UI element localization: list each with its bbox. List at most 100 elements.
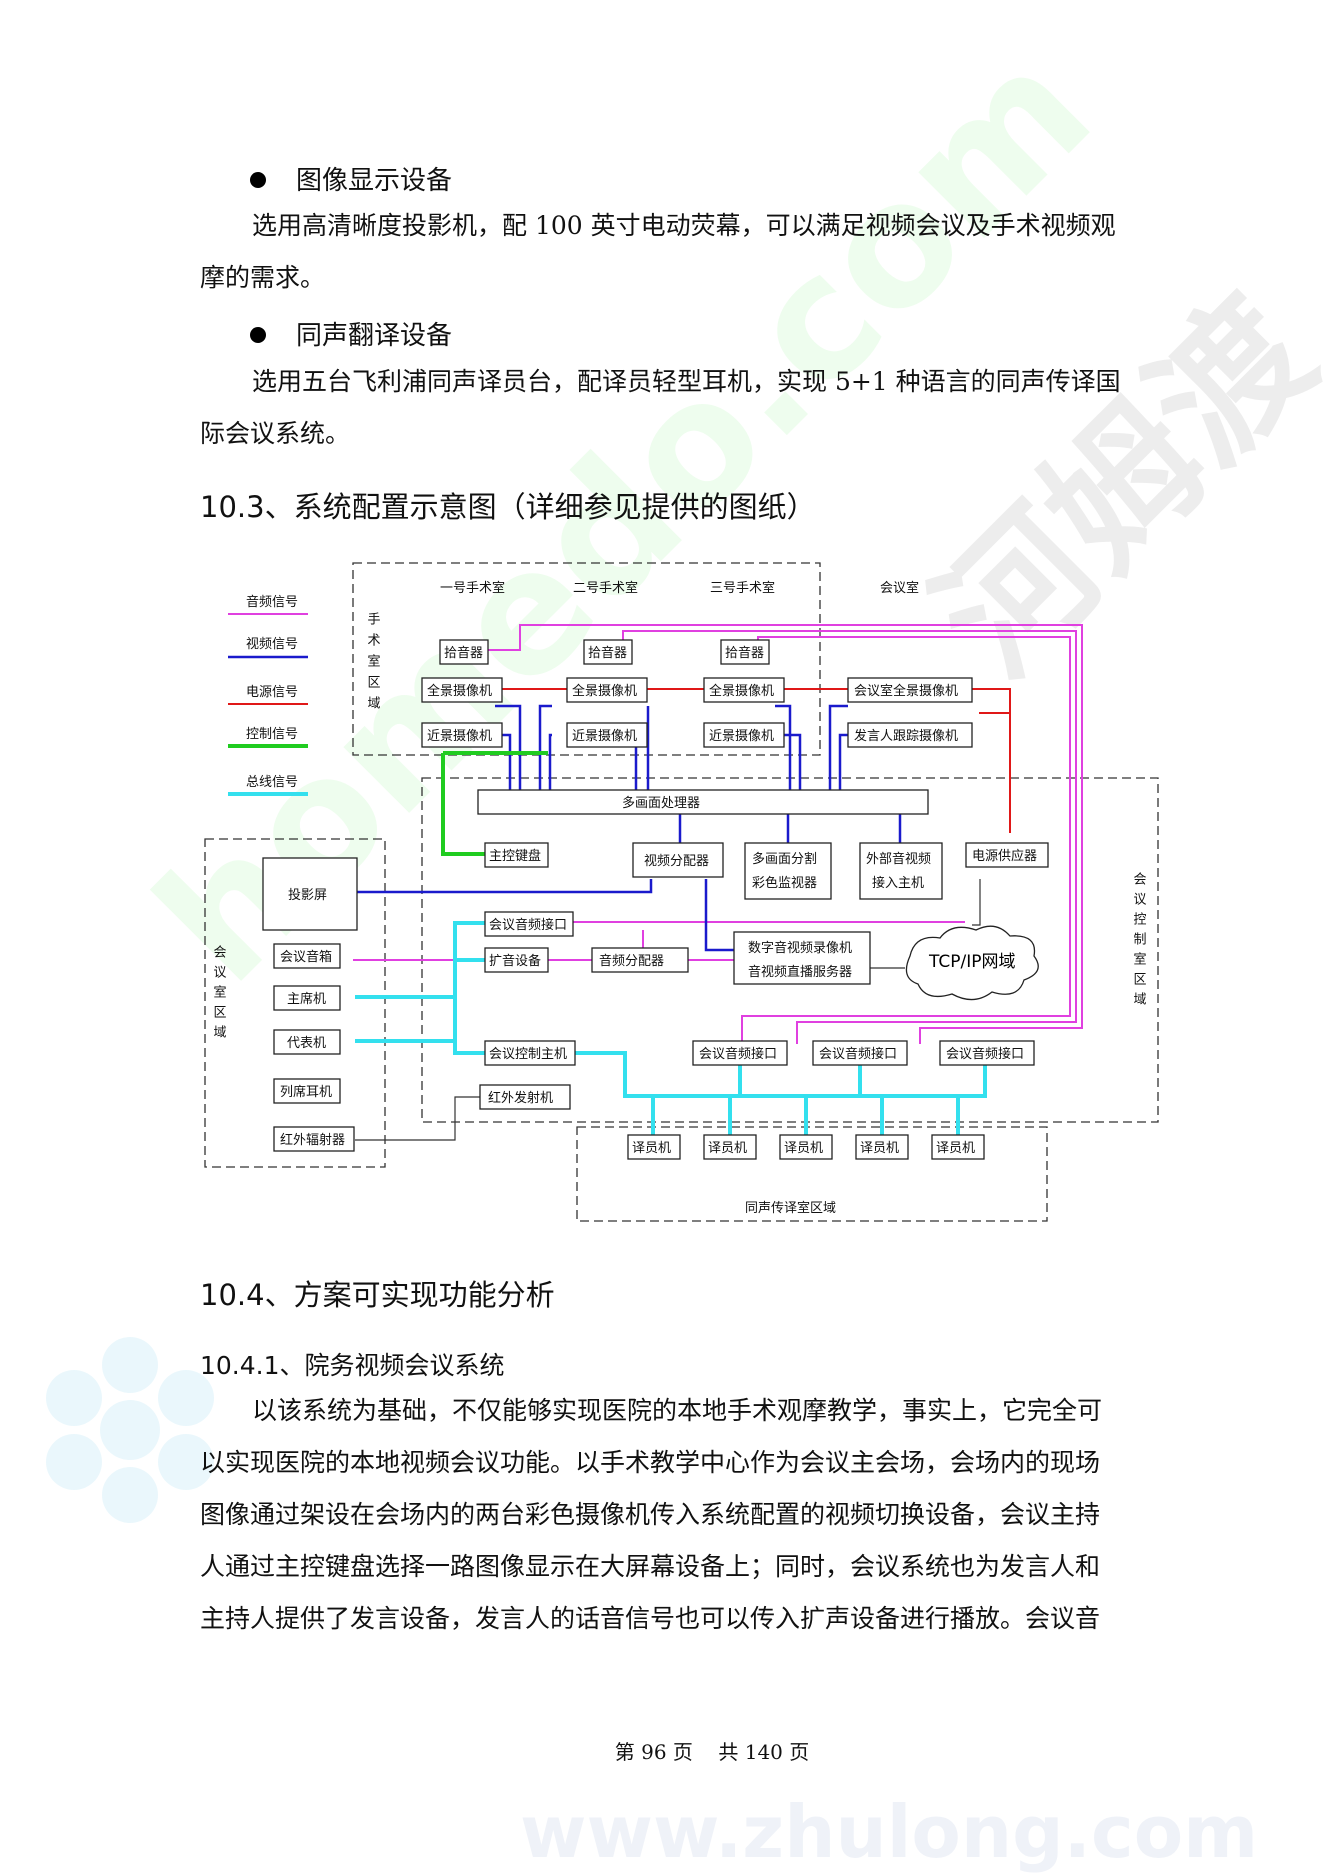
bullet-dot-icon xyxy=(250,326,266,343)
svg-text:会议音频接口: 会议音频接口 xyxy=(699,1046,777,1062)
svg-text:拾音器: 拾音器 xyxy=(444,645,483,661)
zone-label-meeting-room: 会议室区域 xyxy=(211,945,227,1045)
pickup-1: 拾音器 xyxy=(439,639,489,665)
svg-text:发言人跟踪摄像机: 发言人跟踪摄像机 xyxy=(854,728,958,744)
chairman-unit: 主席机 xyxy=(273,985,341,1011)
ir-radiator: 红外辐射器 xyxy=(273,1126,355,1152)
bullet-dot-icon xyxy=(250,171,266,188)
svg-text:译员机: 译员机 xyxy=(708,1141,747,1156)
zone-meeting-room xyxy=(204,838,386,1168)
attendee-headphones: 列席耳机 xyxy=(273,1078,341,1104)
meeting-audio-interface-2: 会议音频接口 xyxy=(812,1040,908,1066)
svg-text:译员机: 译员机 xyxy=(632,1141,671,1156)
video-distributor: 视频分配器 xyxy=(632,842,724,878)
paragraph-line: 主持人提供了发言设备，发言人的话音信号也可以传入扩声设备进行播放。会议音 xyxy=(200,1604,1101,1633)
delegate-unit: 代表机 xyxy=(273,1029,341,1055)
svg-text:数字音视频录像机: 数字音视频录像机 xyxy=(748,940,852,956)
paragraph-line: 以该系统为基础，不仅能够实现医院的本地手术观摩教学，事实上，它完全可 xyxy=(252,1396,1103,1425)
legend-audio-label: 音频信号 xyxy=(246,594,298,610)
svg-text:音频分配器: 音频分配器 xyxy=(599,953,664,969)
bullet-label: 同声翻译设备 xyxy=(296,321,453,351)
svg-text:多画面分割: 多画面分割 xyxy=(752,851,817,867)
paragraph-line: 人通过主控键盘选择一路图像显示在大屏幕设备上；同时，会议系统也为发言人和 xyxy=(200,1552,1101,1581)
power-supply: 电源供应器 xyxy=(965,842,1049,868)
svg-text:全景摄像机: 全景摄像机 xyxy=(427,683,492,699)
svg-text:彩色监视器: 彩色监视器 xyxy=(752,875,817,891)
paragraph-line: 以实现医院的本地视频会议功能。以手术教学中心作为会议主会场，会场内的现场 xyxy=(200,1448,1101,1477)
svg-text:会议音频接口: 会议音频接口 xyxy=(489,917,567,933)
bullet-interpretation-equipment: 同声翻译设备 xyxy=(250,315,452,352)
svg-text:音视频直播服务器: 音视频直播服务器 xyxy=(748,964,852,980)
zone-label-or2: 二号手术室 xyxy=(573,580,638,596)
video-wires xyxy=(357,704,902,952)
close-camera-1: 近景摄像机 xyxy=(421,722,503,748)
tcp-ip-network: TCP/IP网域 xyxy=(905,925,1039,1001)
bullet-display-equipment: 图像显示设备 xyxy=(250,160,452,197)
page-footer: 第 96 页 共 140 页 xyxy=(0,1736,1324,1765)
interpreter-unit-4: 译员机 xyxy=(855,1134,909,1160)
ir-transmitter: 红外发射机 xyxy=(479,1084,571,1110)
heading-10-3: 10.3、系统配置示意图（详细参见提供的图纸） xyxy=(200,490,816,524)
svg-text:红外发射机: 红外发射机 xyxy=(488,1090,553,1106)
meeting-audio-interface-main: 会议音频接口 xyxy=(484,911,574,937)
legend-power-label: 电源信号 xyxy=(246,685,298,700)
page-total: 共 140 页 xyxy=(718,1740,810,1764)
svg-text:多画面处理器: 多画面处理器 xyxy=(622,795,700,811)
amplifier: 扩音设备 xyxy=(484,947,549,973)
svg-text:拾音器: 拾音器 xyxy=(725,645,764,661)
page-number: 第 96 页 xyxy=(614,1740,693,1764)
svg-text:会议音频接口: 会议音频接口 xyxy=(819,1046,897,1062)
zone-operating-rooms xyxy=(352,562,821,756)
svg-text:译员机: 译员机 xyxy=(860,1141,899,1156)
svg-text:视频分配器: 视频分配器 xyxy=(644,854,709,869)
audio-distributor: 音频分配器 xyxy=(591,947,689,973)
legend-control-label: 控制信号 xyxy=(246,727,298,742)
meeting-speaker: 会议音箱 xyxy=(273,943,341,969)
legend-bus-label: 总线信号 xyxy=(246,775,298,790)
close-camera-3: 近景摄像机 xyxy=(703,722,785,748)
audio-wires xyxy=(353,624,1083,1044)
paragraph-10-4-1: 以该系统为基础，不仅能够实现医院的本地手术观摩教学，事实上，它完全可 以实现医院… xyxy=(200,1385,1160,1645)
svg-text:红外辐射器: 红外辐射器 xyxy=(280,1132,345,1148)
zone-label-meeting: 会议室 xyxy=(880,580,919,596)
zone-interpretation-room xyxy=(576,1126,1048,1222)
svg-text:会议音箱: 会议音箱 xyxy=(280,949,332,965)
svg-text:电源供应器: 电源供应器 xyxy=(972,848,1037,864)
projection-screen: 投影屏 xyxy=(262,857,358,931)
svg-text:接入主机: 接入主机 xyxy=(872,875,924,891)
svg-text:代表机: 代表机 xyxy=(287,1036,326,1051)
pano-camera-1: 全景摄像机 xyxy=(421,677,503,703)
meeting-audio-interface-3: 会议音频接口 xyxy=(939,1040,1035,1066)
svg-text:全景摄像机: 全景摄像机 xyxy=(709,683,774,699)
heading-10-4-1: 10.4.1、院务视频会议系统 xyxy=(200,1351,505,1380)
watermark-zhulong: www.zhulong.com xyxy=(520,1790,1259,1874)
svg-text:拾音器: 拾音器 xyxy=(588,645,627,661)
svg-text:会议室全景摄像机: 会议室全景摄像机 xyxy=(854,683,958,699)
main-control-keyboard: 主控键盘 xyxy=(484,842,549,868)
diagram-legend: 音频信号 视频信号 电源信号 控制信号 总线信号 xyxy=(228,594,308,796)
svg-text:译员机: 译员机 xyxy=(784,1141,823,1156)
svg-text:外部音视频: 外部音视频 xyxy=(866,851,931,867)
svg-text:会议音频接口: 会议音频接口 xyxy=(946,1046,1024,1062)
speaker-tracking-camera: 发言人跟踪摄像机 xyxy=(847,722,973,748)
paragraph-line: 图像通过架设在会场内的两台彩色摄像机传入系统配置的视频切换设备，会议主持 xyxy=(200,1500,1101,1529)
conference-control-host: 会议控制主机 xyxy=(484,1040,576,1066)
interpreter-unit-5: 译员机 xyxy=(931,1134,985,1160)
zone-label-or3: 三号手术室 xyxy=(710,580,775,596)
meeting-audio-interface-1: 会议音频接口 xyxy=(692,1040,788,1066)
svg-text:投影屏: 投影屏 xyxy=(288,887,327,903)
multi-screen-processor: 多画面处理器 xyxy=(477,789,929,815)
interpreter-unit-3: 译员机 xyxy=(779,1134,833,1160)
paragraph-line: 选用五台飞利浦同声译员台，配译员轻型耳机，实现 5+1 种语言的同声传译国 xyxy=(252,367,1121,396)
misc-wires xyxy=(355,879,981,1141)
power-wires xyxy=(489,688,1011,833)
svg-text:近景摄像机: 近景摄像机 xyxy=(709,729,774,744)
control-wires xyxy=(441,751,548,856)
interpreter-unit-1: 译员机 xyxy=(627,1134,681,1160)
pickup-3: 拾音器 xyxy=(720,639,770,665)
svg-text:近景摄像机: 近景摄像机 xyxy=(427,729,492,744)
legend-video-label: 视频信号 xyxy=(246,637,298,652)
